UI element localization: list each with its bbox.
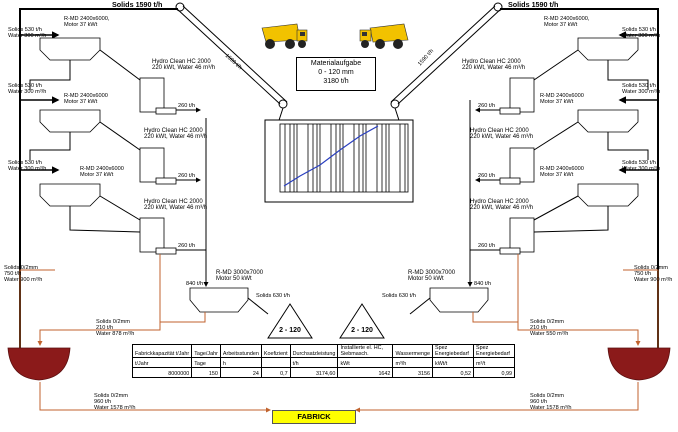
table-unit: kWt	[337, 357, 394, 368]
settling-pond-left	[7, 347, 71, 381]
material-line-1: Materialaufgabe	[310, 60, 362, 67]
stockpile-left	[267, 303, 313, 339]
left-screen-1-label: R-MD 2400x6000,Motor 37 kWt	[64, 16, 110, 29]
solids-right-label: Solids 1590 t/h	[508, 0, 559, 9]
table-cell: 3174,60	[289, 367, 339, 378]
material-feed-box: Materialaufgabe 0 - 120 mm 3180 t/h	[296, 57, 376, 91]
table-header: Tage/Jahr	[191, 344, 221, 358]
conveyor-right	[390, 2, 503, 109]
table-header: Spez Energiebedarf	[432, 344, 474, 358]
grain-size-chart	[264, 119, 414, 203]
table-header: Fabrickkapazität t/Jahr	[131, 344, 193, 358]
table-header: Spez Energiebedarf	[473, 344, 515, 358]
left-flow-630: Solids 630 t/h	[256, 293, 290, 299]
big-screen-left	[189, 287, 249, 313]
table-unit	[260, 357, 291, 368]
table-unit: t/h	[289, 357, 339, 368]
stockpile-left-label: 2 - 120	[279, 327, 301, 334]
table-unit: m³/h	[392, 357, 433, 368]
left-hydro-units	[139, 77, 177, 255]
table-header: Koefizient	[260, 344, 291, 358]
table-cell: 150	[191, 367, 221, 378]
fabrick-box: FABRICK	[272, 410, 356, 424]
right-flow-630: Solids 630 t/h	[382, 293, 416, 299]
table-unit: kWt/t	[432, 357, 474, 368]
material-line-3: 3180 t/h	[323, 78, 349, 85]
fines-flow-lines	[19, 254, 659, 413]
table-unit-row: t/Jahr Tage h t/h kWt m³/h kWt/t m³/t	[131, 357, 515, 368]
right-screen-1-label: R-MD 2400x6000,Motor 37 kWt	[544, 16, 590, 29]
dump-truck-left-icon	[261, 23, 308, 49]
table-cell: 3156	[392, 367, 433, 378]
table-header: Wassermenge	[392, 344, 433, 358]
left-output-1: 260 t/h	[178, 103, 196, 109]
right-output-2: 260 t/h	[478, 173, 496, 179]
left-output-3: 260 t/h	[178, 243, 196, 249]
table-cell: 0,52	[432, 367, 474, 378]
stockpile-right-label: 2 - 120	[351, 327, 373, 334]
table-header-row: Fabrickkapazität t/Jahr Tage/Jahr Arbeit…	[131, 344, 515, 358]
table-unit: m³/t	[473, 357, 515, 368]
right-output-1: 260 t/h	[478, 103, 496, 109]
table-cell: 24	[219, 367, 262, 378]
table-cell: 0,7	[260, 367, 291, 378]
right-screen-units	[577, 37, 639, 207]
capacity-table: Fabrickkapazität t/Jahr Tage/Jahr Arbeit…	[131, 344, 515, 378]
table-unit: h	[219, 357, 262, 368]
material-line-2: 0 - 120 mm	[318, 69, 354, 76]
belt-left-label: 1590 t/h	[224, 53, 243, 71]
right-flow-840: 840 t/h	[474, 281, 492, 287]
table-header: Arbeitsstunden	[219, 344, 262, 358]
left-output-2: 260 t/h	[178, 173, 196, 179]
right-output-3: 260 t/h	[478, 243, 496, 249]
table-unit: Tage	[191, 357, 221, 368]
table-header: Installierte el. HC, Siebmasch.	[337, 344, 394, 358]
left-screen-units	[39, 37, 101, 207]
right-hydro-units	[499, 77, 535, 255]
solids-feed-lines	[19, 8, 659, 360]
left-flow-840: 840 t/h	[186, 281, 204, 287]
table-cell: 0,99	[473, 367, 515, 378]
table-unit: t/Jahr	[131, 357, 193, 368]
table-header: Durchsatzleistung	[289, 344, 339, 358]
big-screen-right	[429, 287, 489, 313]
solids-left-label: Solids 1590 t/h	[112, 0, 163, 9]
dump-truck-right-icon	[359, 23, 409, 49]
table-value-row: 8000000 150 24 0,7 3174,60 1642 3156 0,5…	[131, 367, 515, 378]
table-cell: 1642	[337, 367, 394, 378]
stockpile-right	[339, 303, 385, 339]
settling-pond-right	[607, 347, 671, 381]
table-cell: 8000000	[131, 367, 193, 378]
